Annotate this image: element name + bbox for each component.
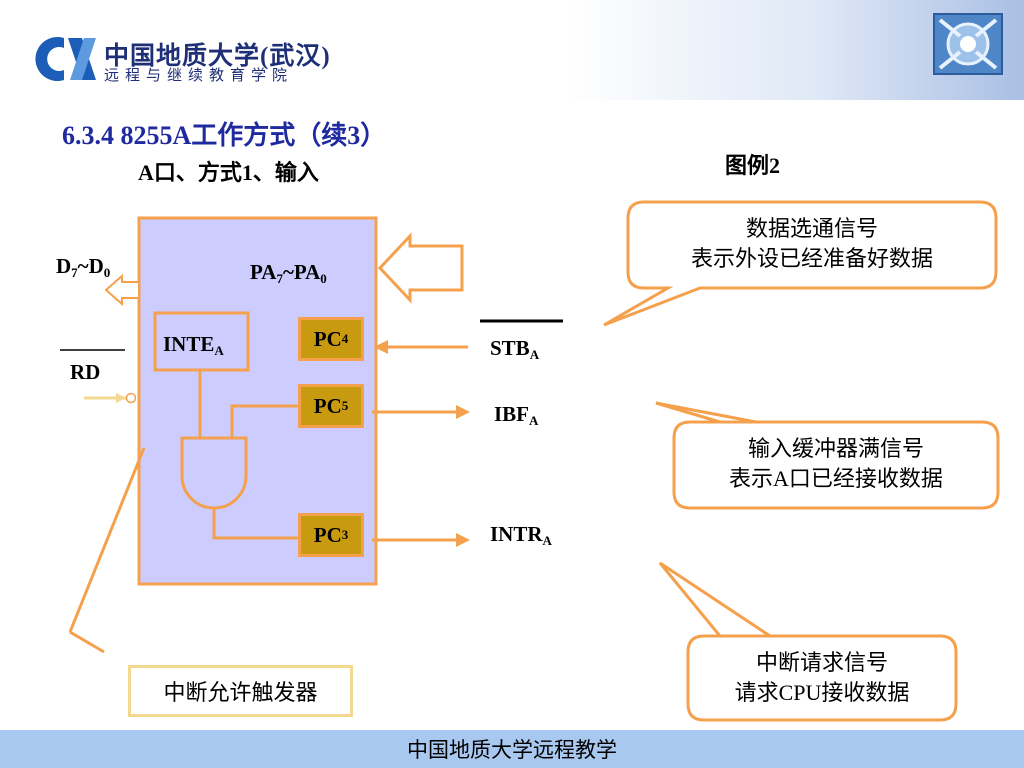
rd-arrow-head: [116, 393, 126, 403]
port-a-input-arrow: [377, 232, 464, 304]
stb-callout-text: 数据选通信号表示外设已经准备好数据: [690, 216, 933, 271]
ibf-callout-text: 输入缓冲器满信号表示A口已经接收数据: [729, 436, 943, 491]
data-bus-arrow: [104, 273, 140, 307]
and-gate: [180, 436, 248, 510]
intr-label: INTRA: [490, 522, 552, 548]
university-logo-icon: [35, 37, 96, 81]
slide-title: 6.3.4 8255A工作方式（续3）: [62, 121, 387, 150]
interrupt-enable-trigger-label: 中断允许触发器: [128, 665, 353, 717]
corner-emblem-icon: [933, 13, 1003, 75]
logo-university-name: 中国地质大学(武汉): [104, 43, 331, 70]
footer-bar: 中国地质大学远程教学: [0, 730, 1024, 768]
header-banner: [0, 0, 1024, 100]
intr-callout-bubble: [658, 561, 958, 722]
inte-label: INTEA: [163, 332, 224, 358]
ibf-label: IBFA: [494, 402, 539, 428]
intr-callout-text: 中断请求信号请求CPU接收数据: [734, 650, 910, 705]
stb-callout-bubble: [603, 200, 998, 327]
pc5-to-gate-wire: [230, 404, 300, 438]
rd-label: RD: [70, 360, 101, 384]
gate-to-pc3-wire: [212, 508, 298, 540]
port-a-label: PA7~PA0: [250, 260, 327, 286]
stb-label: STBA: [490, 336, 540, 362]
ibf-arrow-head: [456, 405, 470, 419]
trigger-pointer-line: [68, 447, 146, 633]
legend-label: 图例2: [725, 153, 781, 178]
logo-college-name: 远程与继续教育学院: [104, 68, 294, 84]
stb-arrow-head: [374, 340, 388, 354]
trigger-pointer-foot: [69, 630, 105, 654]
data-bus-label: D7~D0: [56, 254, 111, 280]
rd-inverter-bubble: [125, 392, 137, 404]
intr-arrow-head: [456, 533, 470, 547]
slide-subtitle: A口、方式1、输入: [138, 160, 319, 185]
ibf-callout-bubble: [655, 401, 1000, 510]
